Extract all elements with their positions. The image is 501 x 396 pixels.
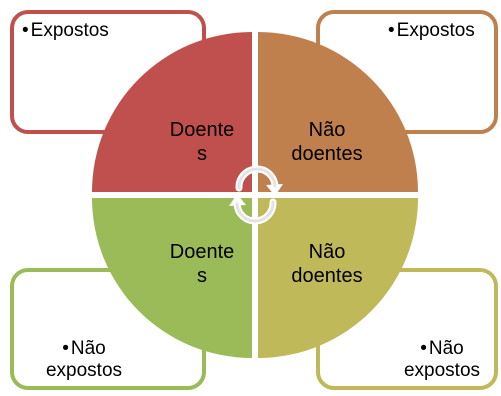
box-text-bottom-right: •Não expostos xyxy=(403,338,481,381)
quadrant-label-bottom-right: Não doentes xyxy=(291,241,363,287)
quadrant-label-bottom-left: Doente s xyxy=(169,241,235,287)
quadrant-top-left xyxy=(92,32,252,192)
box-text-bottom-left: •Não expostos xyxy=(45,338,123,381)
quadrant-top-right xyxy=(258,32,418,192)
quadrant-bottom-right xyxy=(258,198,418,358)
bullet-icon: • xyxy=(420,338,427,359)
quadrant-label-top-left: Doente s xyxy=(169,119,235,165)
bullet-icon: • xyxy=(388,20,395,41)
box-text-top-right: •Expostos xyxy=(388,20,475,41)
bullet-icon: • xyxy=(62,338,69,359)
box-text-top-left: •Expostos xyxy=(22,20,109,41)
quadrant-bottom-left xyxy=(92,198,252,358)
bullet-icon: • xyxy=(22,20,29,41)
cycle-arrows-icon xyxy=(229,165,283,225)
quadrant-label-top-right: Não doentes xyxy=(291,119,363,165)
